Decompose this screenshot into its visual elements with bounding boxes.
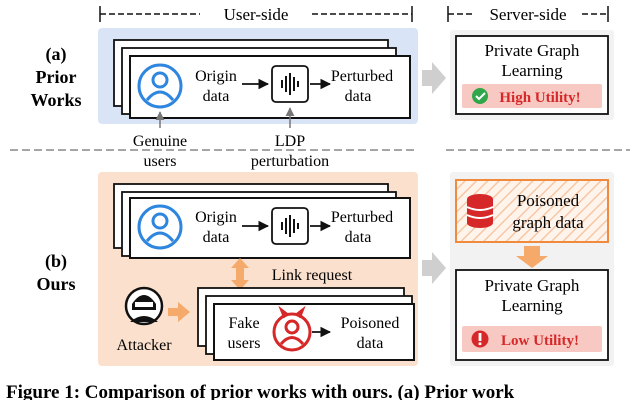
user-side-header: User-side	[99, 5, 413, 24]
ours-label: Ours	[36, 274, 75, 294]
ours-perturbed-label: Perturbed	[331, 209, 393, 226]
poisoned-graph-box: Poisoned graph data	[455, 179, 609, 243]
prior-works-label: (a) Prior Works	[30, 44, 81, 110]
figure-caption: Figure 1: Comparison of prior works with…	[6, 382, 515, 400]
ours-waveform-icon	[271, 207, 309, 245]
low-utility-badge: Low Utility!	[462, 326, 602, 352]
svg-text:data: data	[357, 335, 384, 352]
svg-text:Learning: Learning	[501, 61, 563, 80]
svg-text:High Utility!: High Utility!	[499, 90, 580, 106]
link-request-label: Link request	[272, 267, 353, 284]
prior-waveform-icon	[271, 65, 309, 103]
svg-text:(a): (a)	[46, 44, 67, 65]
ours-to-server-arrow	[422, 252, 446, 284]
high-utility-badge: High Utility!	[462, 84, 602, 108]
check-circle-icon	[472, 88, 488, 104]
fake-users-label: Fake	[228, 315, 259, 332]
attacker-label: Attacker	[116, 337, 172, 354]
poisoned-data-label: Poisoned	[341, 315, 400, 332]
prior-perturbed-label: Perturbed	[331, 68, 393, 85]
svg-text:Poisoned: Poisoned	[517, 191, 580, 210]
attacker-arrow	[168, 302, 190, 322]
svg-text:data: data	[345, 88, 372, 105]
genuine-users-label: Genuine	[133, 133, 187, 150]
ours-server-title: Private Graph	[485, 276, 580, 295]
svg-text:data: data	[203, 88, 230, 105]
ldp-perturbation-label: LDP	[275, 133, 305, 150]
svg-text:data: data	[345, 229, 372, 246]
svg-text:Low Utility!: Low Utility!	[501, 333, 579, 349]
server-side-label: Server-side	[489, 5, 566, 24]
prior-user-icon	[137, 63, 183, 109]
svg-text:Learning: Learning	[501, 296, 563, 315]
prior-origin-label: Origin	[195, 68, 237, 85]
user-side-label: User-side	[224, 5, 289, 24]
ours-label-b: (b)	[45, 251, 67, 272]
devil-user-icon	[272, 305, 312, 352]
server-side-header: Server-side	[447, 5, 609, 24]
prior-to-server-arrow	[422, 62, 446, 94]
link-request-arrow	[231, 258, 249, 290]
svg-text:Works: Works	[30, 90, 81, 110]
attacker-icon	[124, 286, 164, 326]
svg-text:users: users	[228, 335, 261, 352]
svg-text:perturbation: perturbation	[251, 153, 329, 170]
database-icon	[466, 194, 494, 228]
svg-text:graph data: graph data	[512, 213, 584, 232]
svg-text:Prior: Prior	[36, 67, 77, 87]
svg-text:users: users	[144, 153, 177, 170]
svg-text:data: data	[203, 229, 230, 246]
poison-flow-arrow	[516, 246, 548, 268]
ours-origin-label: Origin	[195, 209, 237, 226]
prior-server-title: Private Graph	[485, 41, 580, 60]
ours-user-icon	[137, 204, 183, 250]
